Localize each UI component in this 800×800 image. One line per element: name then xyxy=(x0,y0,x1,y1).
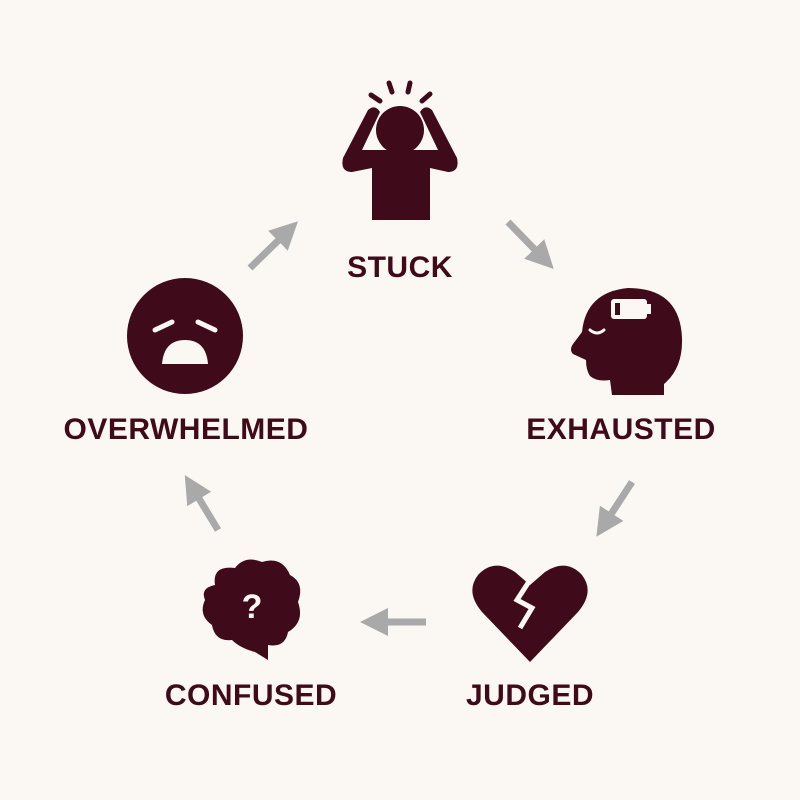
distressed-face-icon xyxy=(127,278,243,394)
svg-text:?: ? xyxy=(242,588,263,626)
arrow-stuck-to-exhausted xyxy=(505,219,554,270)
stressed-person-icon xyxy=(342,80,458,220)
broken-heart-icon xyxy=(472,565,588,662)
brain-question-icon: ? xyxy=(202,559,301,660)
arrow-confused-to-overwhelmed xyxy=(184,475,221,532)
node-label-stuck: STUCK xyxy=(347,251,453,284)
node-label-overwhelmed: OVERWHELMED xyxy=(63,413,309,446)
node-label-judged: JUDGED xyxy=(465,679,595,712)
node-label-confused: CONFUSED xyxy=(164,679,338,712)
head-low-battery-icon xyxy=(571,288,683,395)
arrow-overwhelmed-to-stuck xyxy=(247,221,299,271)
arrow-exhausted-to-judged xyxy=(596,480,635,537)
node-label-exhausted: EXHAUSTED xyxy=(526,413,716,446)
